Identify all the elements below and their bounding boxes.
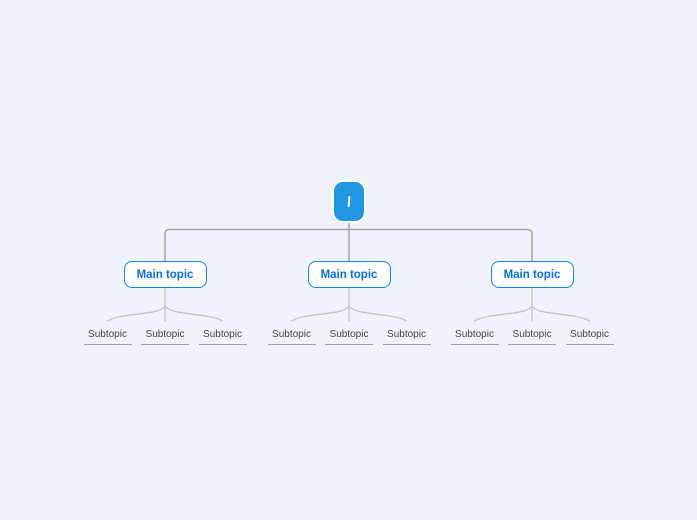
branch-line bbox=[106, 305, 166, 322]
subtopic-label: Subtopic bbox=[272, 329, 311, 340]
branch-line bbox=[290, 305, 350, 322]
subtopic-node[interactable]: Subtopic bbox=[83, 324, 132, 345]
subtopic-label: Subtopic bbox=[329, 329, 369, 340]
subtopic-node[interactable]: Subtopic bbox=[325, 324, 373, 345]
subtopic-label: Subtopic bbox=[512, 329, 552, 340]
connector-top-rail bbox=[164, 228, 533, 262]
subtopic-node[interactable]: Subtopic bbox=[141, 324, 189, 345]
subtopic-node[interactable]: Subtopic bbox=[565, 324, 614, 345]
subtopic-label: Subtopic bbox=[455, 329, 494, 340]
subtopic-label: Subtopic bbox=[88, 329, 127, 340]
branch-line bbox=[348, 305, 408, 322]
branch-line bbox=[473, 305, 533, 322]
branch-line bbox=[164, 305, 224, 322]
subtopic-node[interactable]: Subtopic bbox=[198, 324, 247, 345]
main-topic-node[interactable]: Main topic bbox=[123, 261, 207, 288]
subtopic-node[interactable]: Subtopic bbox=[267, 324, 316, 345]
main-topic-node[interactable]: Main topic bbox=[307, 261, 391, 288]
subtopic-label: Subtopic bbox=[387, 329, 426, 340]
main-topic-label: Main topic bbox=[320, 268, 378, 281]
branch-line bbox=[531, 305, 591, 322]
subtopic-node[interactable]: Subtopic bbox=[450, 324, 499, 345]
main-topic-label: Main topic bbox=[136, 268, 194, 281]
root-topic-node[interactable] bbox=[334, 182, 364, 221]
main-topic-node[interactable]: Main topic bbox=[490, 261, 574, 288]
text-cursor-icon bbox=[347, 195, 350, 208]
subtopic-node[interactable]: Subtopic bbox=[382, 324, 431, 345]
subtopic-label: Subtopic bbox=[145, 329, 185, 340]
subtopic-node[interactable]: Subtopic bbox=[508, 324, 556, 345]
subtopic-label: Subtopic bbox=[203, 329, 242, 340]
main-topic-label: Main topic bbox=[503, 268, 561, 281]
subtopic-label: Subtopic bbox=[570, 329, 609, 340]
